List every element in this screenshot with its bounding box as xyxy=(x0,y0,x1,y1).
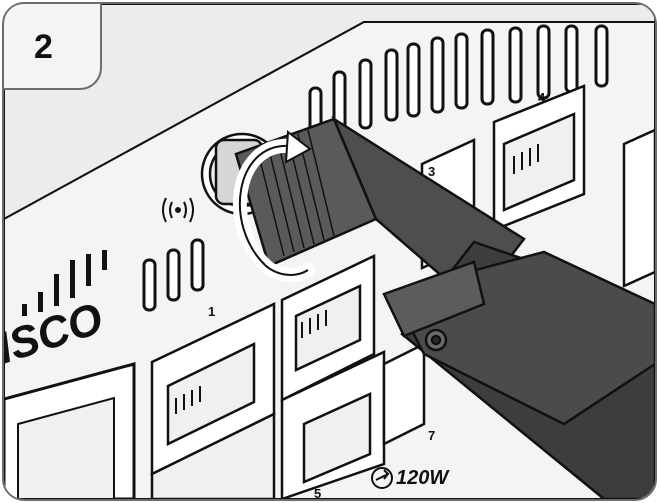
port-label-3: 3 xyxy=(428,164,435,179)
poe-arrow-icon xyxy=(371,467,393,489)
cable-install-illustration: ISCO 1 3 4 7 5 xyxy=(4,4,655,499)
power-label: 120W xyxy=(396,467,450,489)
port-label-4: 4 xyxy=(538,90,546,105)
rj45-ports xyxy=(150,84,655,499)
clockwise-rotate-arrow-icon xyxy=(232,130,315,282)
antenna-cable xyxy=(234,115,655,499)
vent-slots xyxy=(142,24,609,312)
port-pins xyxy=(175,144,539,414)
port-label-7: 7 xyxy=(428,428,435,443)
sfp-slot-inner xyxy=(17,396,115,499)
brand-logo xyxy=(22,250,107,316)
port-label-1: 1 xyxy=(208,304,215,319)
step-number: 2 xyxy=(34,28,53,66)
wireless-signal-icon xyxy=(162,197,194,223)
port-label-5: 5 xyxy=(314,486,321,499)
step-badge: 2 xyxy=(4,4,102,90)
